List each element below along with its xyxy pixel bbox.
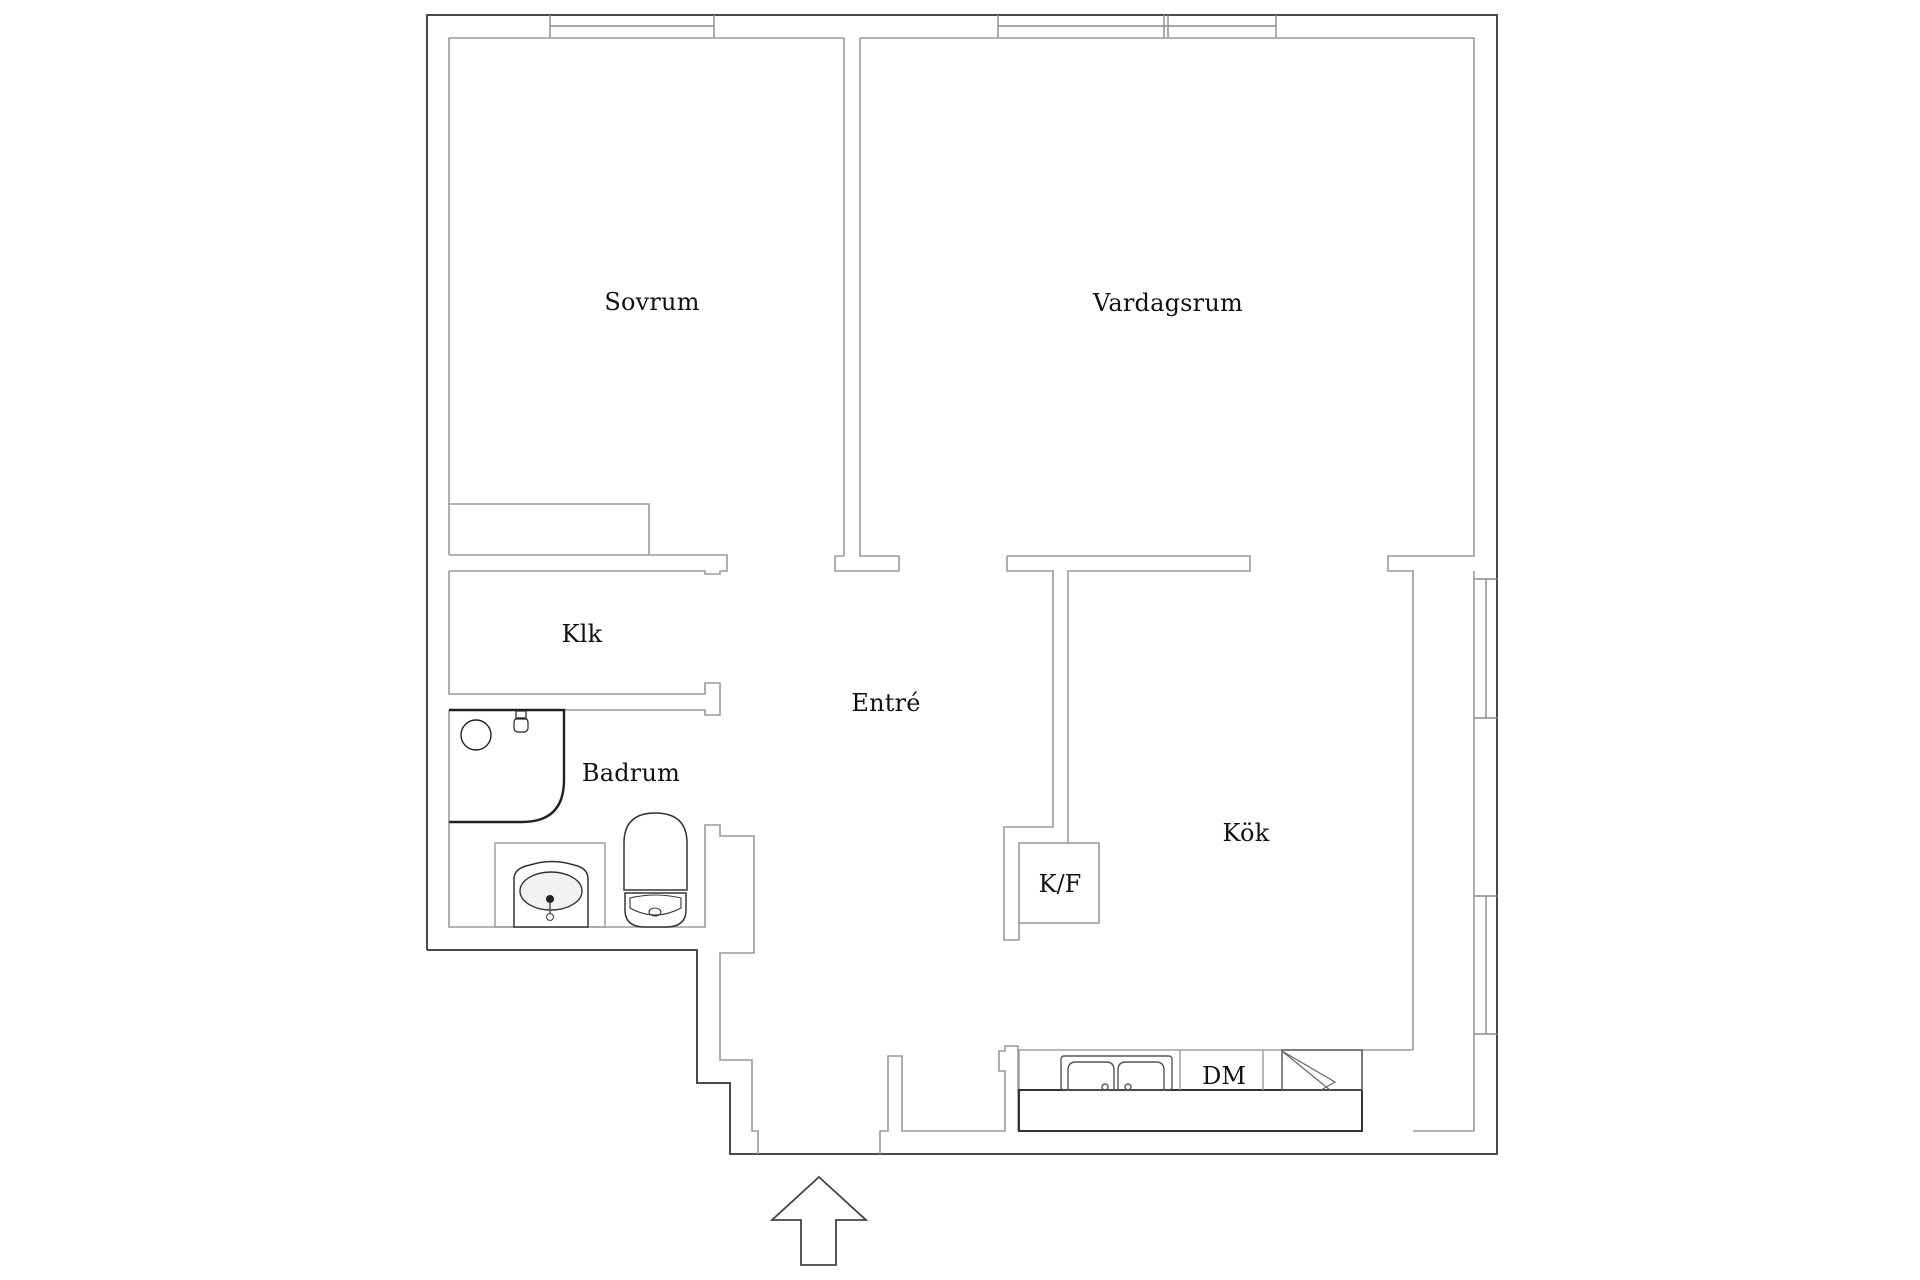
room-label-entre: Entré xyxy=(851,689,921,717)
kok-right-inner-wall xyxy=(1413,571,1475,1132)
fridge-freezer-box xyxy=(1018,842,1100,924)
wardrobe xyxy=(449,503,650,555)
window-top-left xyxy=(549,15,715,38)
stove-icon xyxy=(1281,1050,1337,1091)
sovrum-wall xyxy=(448,37,845,556)
kitchen-counter xyxy=(1018,1049,1363,1132)
outer-wall xyxy=(426,14,1498,1155)
room-label-klk: Klk xyxy=(561,620,603,648)
sovrum-klk-wall xyxy=(449,554,728,575)
entrance-arrow-icon xyxy=(769,1175,869,1266)
window-top-right xyxy=(997,15,1277,38)
room-label-sovrum: Sovrum xyxy=(604,288,700,316)
kok-left-wall xyxy=(1003,556,1054,941)
fixture-label-kf: K/F xyxy=(1038,870,1082,898)
inner-walls xyxy=(448,37,1475,1154)
badrum-wall xyxy=(448,710,759,1154)
room-label-vardagsrum: Vardagsrum xyxy=(1093,289,1243,317)
bathroom-sink-icon xyxy=(494,842,606,928)
center-divider xyxy=(834,38,900,572)
window-right-lower xyxy=(1474,895,1497,1035)
window-right-upper xyxy=(1474,578,1497,719)
vardagsrum-wall xyxy=(860,37,1475,1050)
fixture-label-dm: DM xyxy=(1202,1062,1246,1090)
kok-top-wall xyxy=(1007,555,1251,843)
toilet-icon xyxy=(623,812,688,928)
shower-icon xyxy=(449,708,566,824)
room-label-kok: Kök xyxy=(1222,819,1270,847)
entre-bottom-wall xyxy=(879,1045,1019,1154)
klk-wall xyxy=(448,571,721,716)
room-label-badrum: Badrum xyxy=(581,759,681,787)
kitchen-sink-icon xyxy=(1060,1055,1173,1091)
